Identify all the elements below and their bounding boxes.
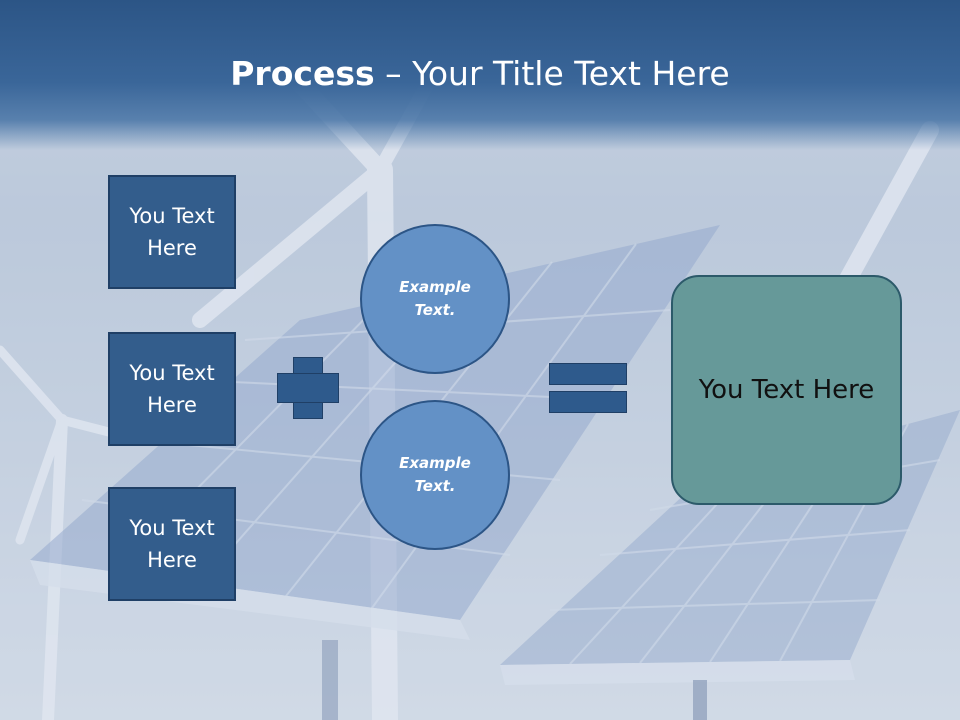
example-circle-1[interactable]: Example Text. <box>360 224 510 374</box>
title-bar <box>0 0 960 150</box>
result-box[interactable]: You Text Here <box>671 275 902 505</box>
circle-label: Example Text. <box>399 454 471 495</box>
slide-title: Process – Your Title Text Here <box>0 52 960 96</box>
title-rest: – Your Title Text Here <box>374 54 730 93</box>
left-box-2[interactable]: You Text Here <box>108 332 236 446</box>
plus-horizontal-bar <box>277 373 339 403</box>
circle-label: Example Text. <box>399 278 471 319</box>
left-box-3[interactable]: You Text Here <box>108 487 236 601</box>
left-box-label: You Text Here <box>129 361 215 417</box>
equals-top-bar <box>549 363 627 385</box>
result-label: You Text Here <box>698 375 875 405</box>
title-bold: Process <box>230 54 375 93</box>
example-circle-2[interactable]: Example Text. <box>360 400 510 550</box>
left-box-1[interactable]: You Text Here <box>108 175 236 289</box>
equals-bottom-bar <box>549 391 627 413</box>
left-box-label: You Text Here <box>129 204 215 260</box>
left-box-label: You Text Here <box>129 516 215 572</box>
